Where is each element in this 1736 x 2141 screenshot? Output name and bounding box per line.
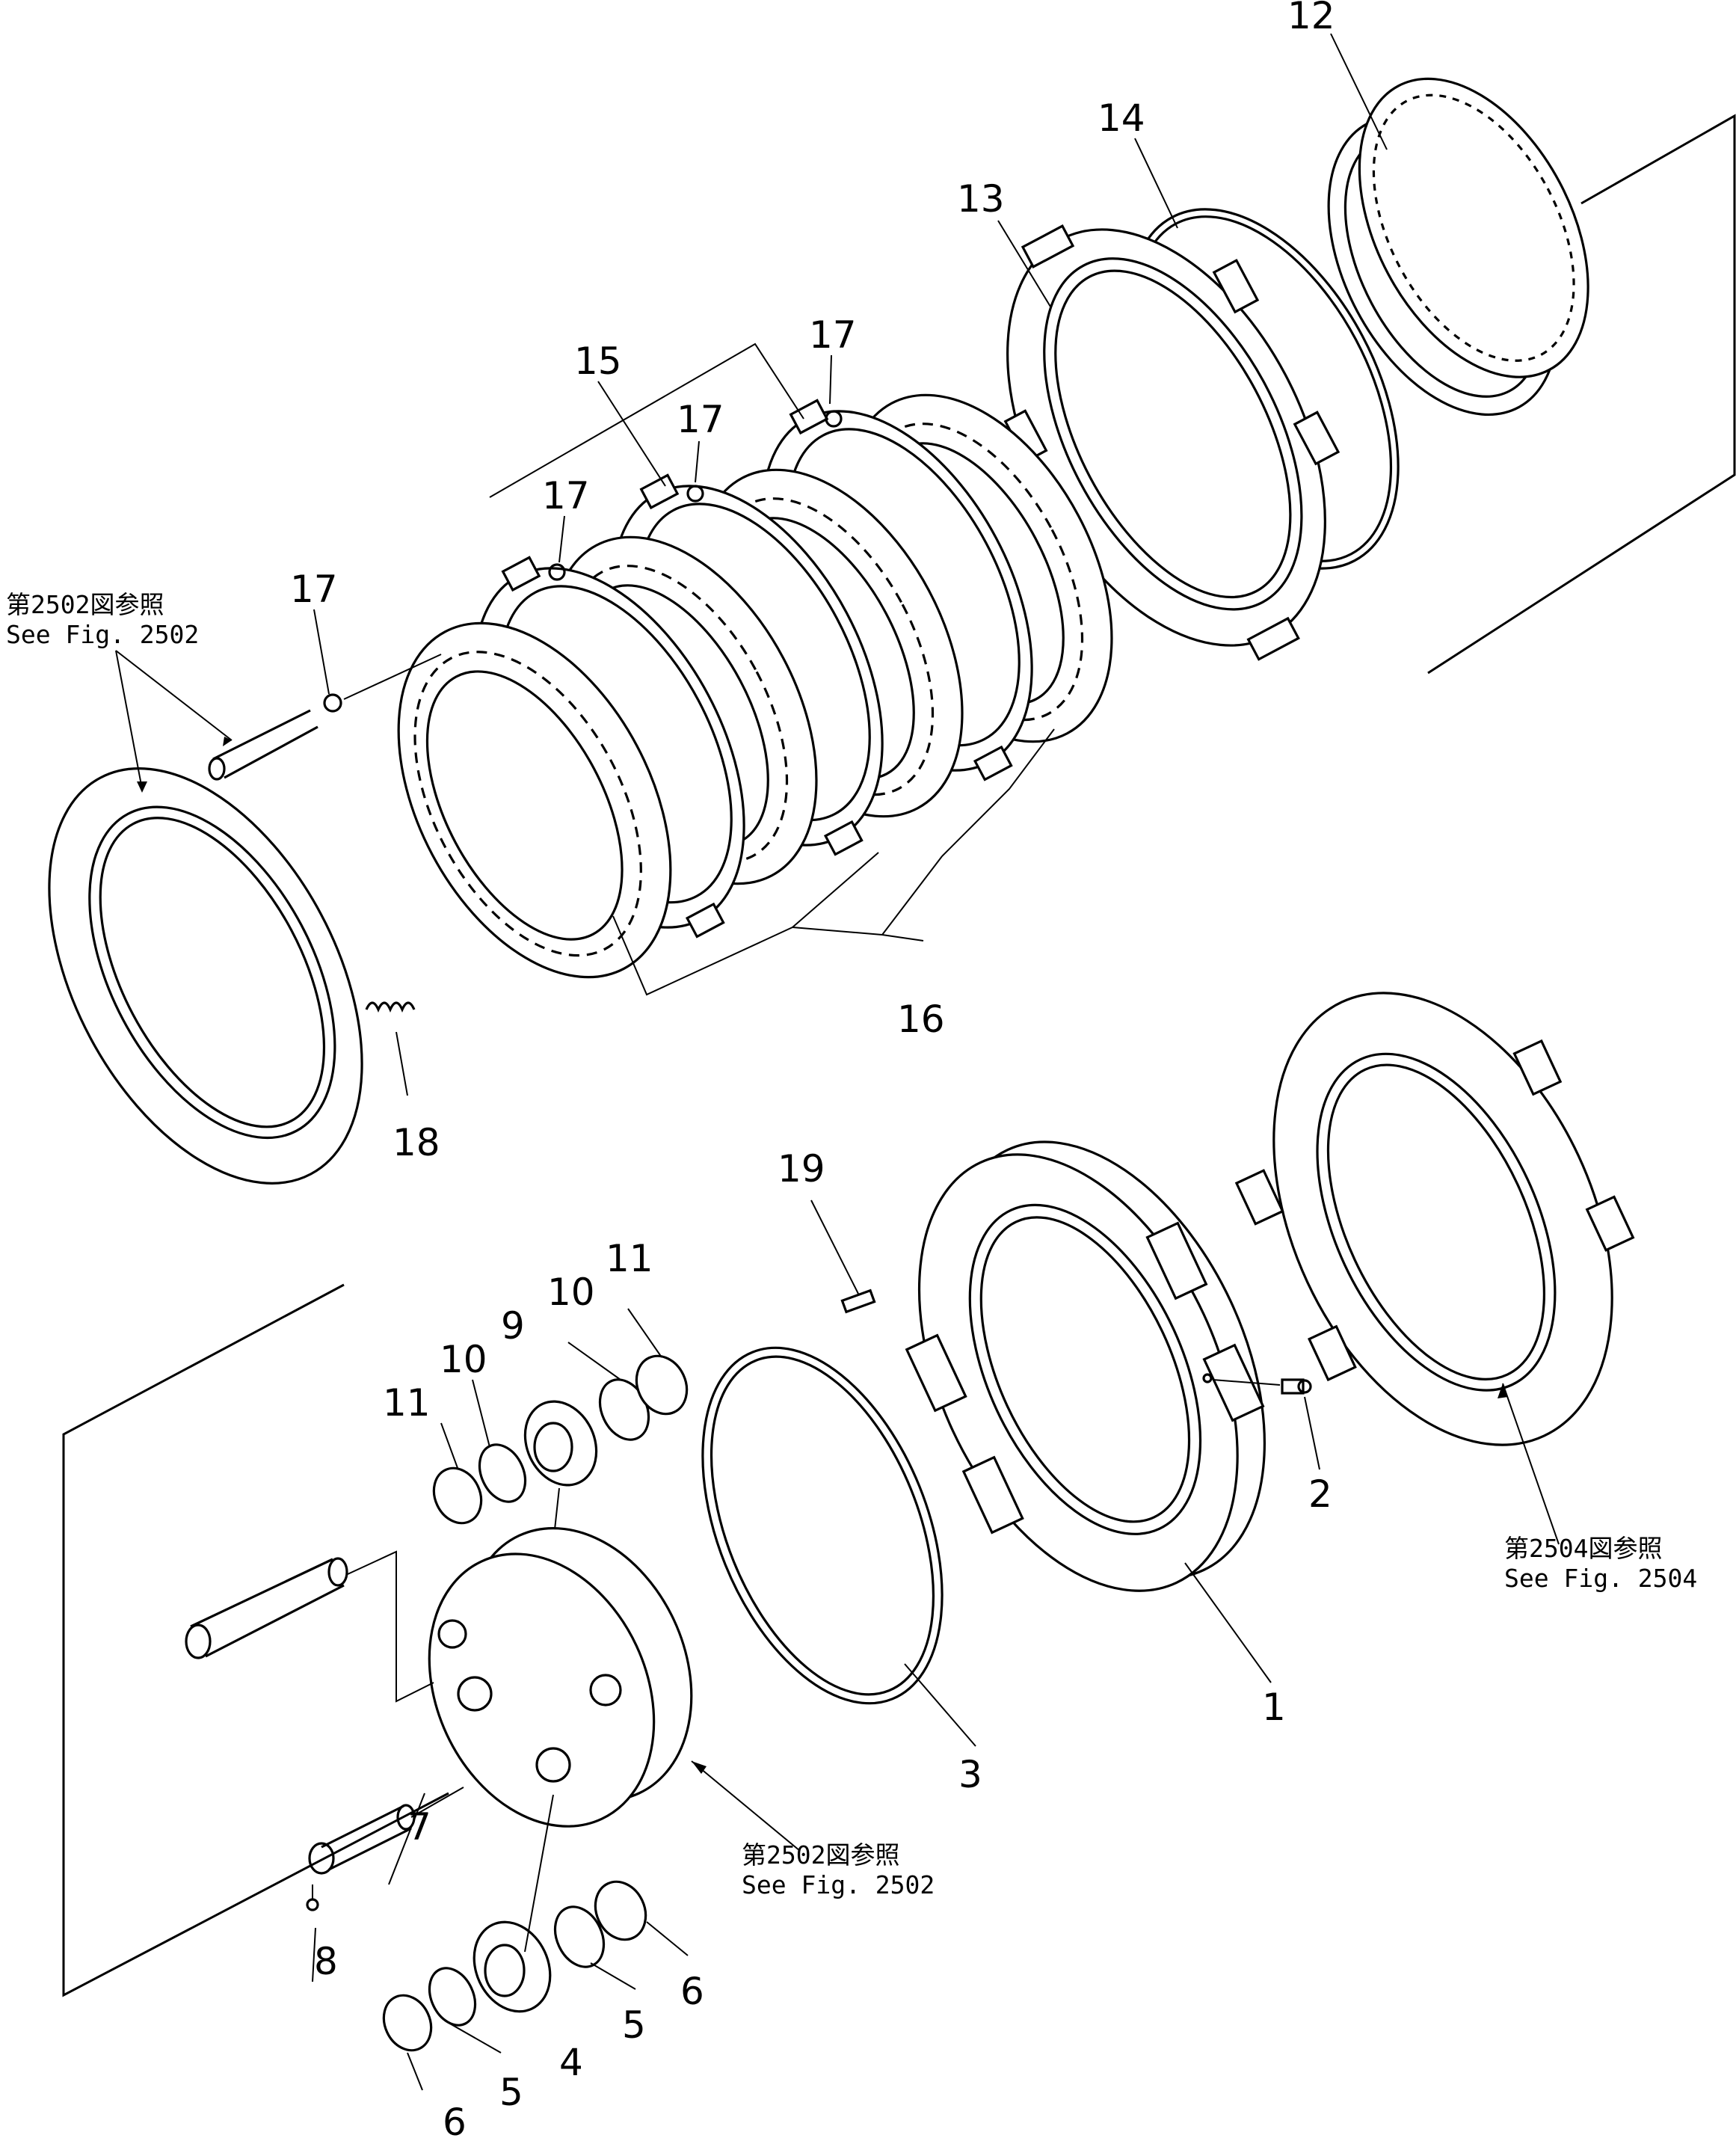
right-carrier-housing bbox=[1234, 992, 1635, 1446]
part-2-plug bbox=[1202, 1373, 1312, 1395]
gear-4-group bbox=[382, 1880, 647, 2052]
ref-top-left-en: See Fig. 2502 bbox=[6, 620, 199, 649]
callout-17-a: 17 bbox=[290, 568, 338, 611]
callout-7: 7 bbox=[407, 1805, 431, 1849]
callout-14: 14 bbox=[1098, 96, 1145, 140]
callout-labels: 12 14 13 17 15 17 17 17 16 18 19 2 1 3 1… bbox=[290, 0, 1335, 2141]
planet-carrier bbox=[428, 1526, 693, 1828]
callout-12: 12 bbox=[1287, 0, 1335, 37]
callout-17-c: 17 bbox=[677, 398, 724, 441]
callout-5-b: 5 bbox=[499, 2071, 523, 2114]
callout-9: 9 bbox=[501, 1304, 525, 1348]
callout-8: 8 bbox=[314, 1940, 338, 1983]
part-18-spring bbox=[365, 1001, 416, 1013]
ref-top-left-jp: 第2502図参照 bbox=[6, 590, 164, 619]
leader-lines bbox=[115, 33, 1560, 2091]
gear-9-group bbox=[432, 1354, 689, 1525]
callout-1: 1 bbox=[1262, 1686, 1286, 1729]
callout-13: 13 bbox=[957, 177, 1005, 221]
part-3-o-ring bbox=[701, 1346, 944, 1705]
callout-18: 18 bbox=[393, 1121, 440, 1164]
shaft bbox=[185, 1550, 434, 1703]
ref-right-en: See Fig. 2504 bbox=[1504, 1564, 1697, 1593]
dowel-pin bbox=[208, 654, 442, 781]
ref-bottom-mid-jp: 第2502図参照 bbox=[742, 1840, 899, 1870]
callout-5-a: 5 bbox=[622, 2003, 646, 2047]
part-8-ball bbox=[306, 1884, 319, 1911]
callout-17-d: 17 bbox=[809, 313, 857, 357]
callout-2: 2 bbox=[1308, 1472, 1332, 1516]
part-1-piston-housing bbox=[905, 1140, 1266, 1592]
part-12-toothed-ring bbox=[1327, 77, 1589, 417]
left-housing-plate bbox=[48, 767, 363, 1185]
callout-11-b: 11 bbox=[606, 1237, 653, 1280]
callout-3: 3 bbox=[958, 1753, 982, 1796]
reference-notes: 第2502図参照 See Fig. 2502 第2502図参照 See Fig.… bbox=[6, 590, 1697, 1899]
callout-6-a: 6 bbox=[680, 1970, 704, 2013]
callout-17-b: 17 bbox=[542, 474, 590, 517]
callout-10-b: 10 bbox=[547, 1271, 595, 1314]
callout-15: 15 bbox=[574, 340, 622, 383]
callout-16: 16 bbox=[897, 998, 945, 1041]
part-7-pin bbox=[308, 1787, 464, 1875]
ref-bottom-mid-en: See Fig. 2502 bbox=[742, 1870, 935, 1899]
callout-4: 4 bbox=[559, 2041, 583, 2084]
callout-11-a: 11 bbox=[383, 1381, 431, 1425]
callout-6-b: 6 bbox=[443, 2101, 467, 2141]
ref-right-jp: 第2504図参照 bbox=[1504, 1534, 1662, 1563]
part-19-pin bbox=[840, 1288, 876, 1314]
disc-1 bbox=[397, 621, 672, 979]
assembly-frame-lines bbox=[62, 114, 1736, 1997]
callout-10-a: 10 bbox=[440, 1338, 487, 1381]
callout-19: 19 bbox=[778, 1147, 825, 1191]
clutch-disc-pack bbox=[397, 343, 1113, 996]
